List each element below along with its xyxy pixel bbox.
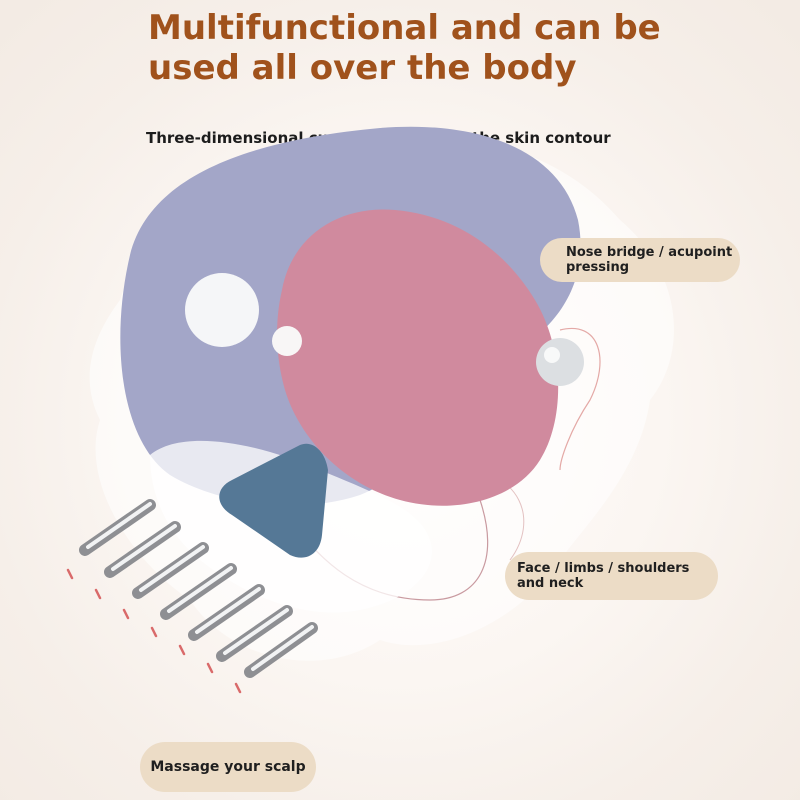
steel-ball-highlight — [544, 347, 560, 363]
pink-blob — [277, 209, 559, 506]
steel-ball-icon — [536, 338, 584, 386]
callout-scalp-label: Massage your scalp — [150, 759, 306, 775]
accent-dashes — [66, 568, 242, 694]
small-white-circle — [272, 326, 302, 356]
headline-line-1: Multifunctional and can be — [148, 8, 661, 48]
headline-line-2: used all over the body — [148, 48, 577, 88]
callout-acupoint: Nose bridge / acupoint pressing — [540, 238, 740, 282]
teal-triangle — [219, 443, 328, 558]
massage-comb-icon — [79, 499, 318, 678]
callout-face-label: Face / limbs / shoulders and neck — [517, 561, 690, 591]
white-circle — [185, 273, 259, 347]
callout-scalp: Massage your scalp — [140, 742, 316, 792]
callout-acupoint-label: Nose bridge / acupoint pressing — [566, 245, 733, 275]
decorative-curve-right — [559, 327, 601, 471]
callout-face-limbs: Face / limbs / shoulders and neck — [505, 552, 718, 600]
headline: Multifunctional and can be used all over… — [148, 8, 708, 88]
